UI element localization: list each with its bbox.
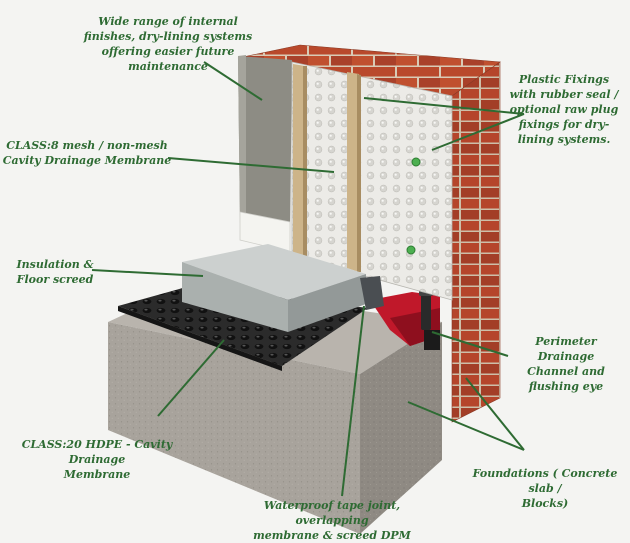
label-insulation: Insulation & Floor screed [16,258,94,286]
plasterboard-icon [238,55,292,240]
leader-lines [91,61,525,497]
label-foundations: Foundations ( Concrete slab / Blocks) [472,467,618,510]
brick-wall-icon [237,44,501,423]
label-fixings: Plastic Fixings with rubber seal / optio… [509,73,619,146]
screed-icon [182,244,384,332]
label-finishes: Wide range of internal finishes, dry-lin… [83,15,253,73]
mesh-membrane-icon [291,61,453,301]
label-perimeter-channel: Perimeter Drainage Channel and flushing … [527,335,605,393]
flushing-eye-icon [419,290,433,330]
label-tape-joint: Waterproof tape joint, overlapping membr… [253,499,411,542]
label-hdpe-membrane: CLASS:20 HDPE - Cavity Drainage Membrane [21,438,173,481]
label-mesh-membrane: CLASS:8 mesh / non-mesh Cavity Drainage … [2,139,172,167]
plastic-fixing-icon [406,157,421,255]
battens-icon [293,64,361,272]
